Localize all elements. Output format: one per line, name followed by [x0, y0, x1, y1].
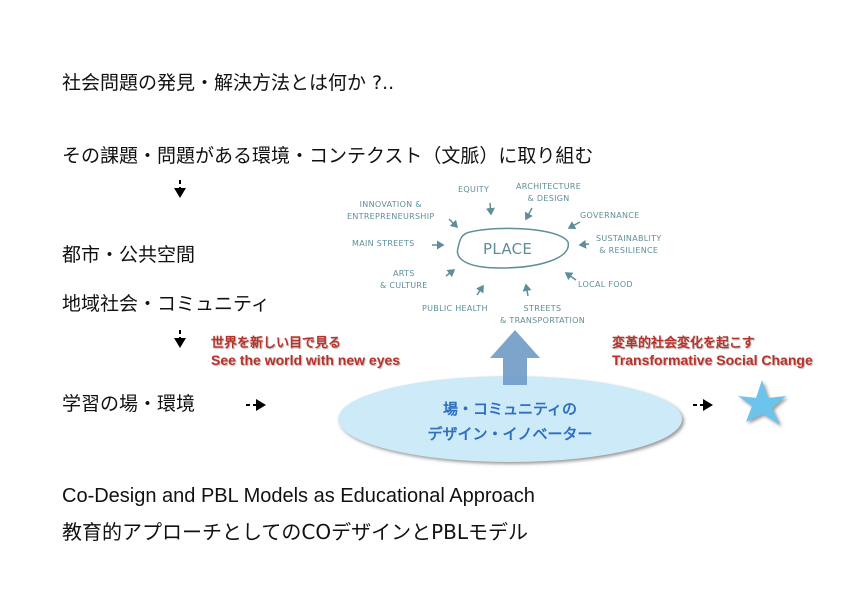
place-outline — [456, 227, 569, 269]
innovator-text: 場・コミュニティのデザイン・イノベーター — [427, 400, 593, 443]
item-community: 地域社会・コミュニティ — [62, 293, 270, 315]
item-urban: 都市・公共空間 — [62, 244, 196, 266]
label-main-streets: MAIN STREETS — [352, 239, 415, 248]
label-local-food: LOCAL FOOD — [578, 280, 633, 289]
label-arts: ARTS& CULTURE — [380, 269, 428, 290]
innovator-ellipse — [338, 376, 682, 462]
social-change-en: Transformative Social Change — [612, 352, 813, 368]
see-world-ja: 世界を新しい目で見る — [211, 336, 342, 351]
footer-en: Co-Design and PBL Models as Educational … — [62, 485, 535, 507]
see-world-en: See the world with new eyes — [211, 352, 401, 368]
label-public-health: PUBLIC HEALTH — [422, 304, 488, 313]
page-title: 社会問題の発見・解決方法とは何か ?.. — [62, 72, 395, 94]
star-icon — [738, 380, 786, 425]
social-change-ja: 変革的社会変化を起こす — [612, 336, 755, 351]
flow-arrows — [174, 180, 713, 411]
label-architecture: ARCHITECTURE& DESIGN — [516, 182, 582, 203]
footer-ja: 教育的アプローチとしてのCOデザインとPBLモデル — [62, 520, 529, 544]
label-sustainability: SUSTAINABLITY& RESILIENCE — [596, 234, 662, 255]
label-streets: STREETS& TRANSPORTATION — [500, 304, 585, 325]
label-equity: EQUITY — [458, 185, 490, 194]
item-learning: 学習の場・環境 — [62, 393, 196, 415]
label-innovation: INNOVATION &ENTREPRENEURSHIP — [347, 200, 435, 221]
place-label: PLACE — [483, 240, 533, 258]
context-text: その課題・問題がある環境・コンテクスト（文脈）に取り組む — [62, 145, 594, 167]
up-arrow — [490, 330, 540, 385]
place-arrows — [432, 202, 590, 297]
label-governance: GOVERNANCE — [580, 211, 640, 220]
